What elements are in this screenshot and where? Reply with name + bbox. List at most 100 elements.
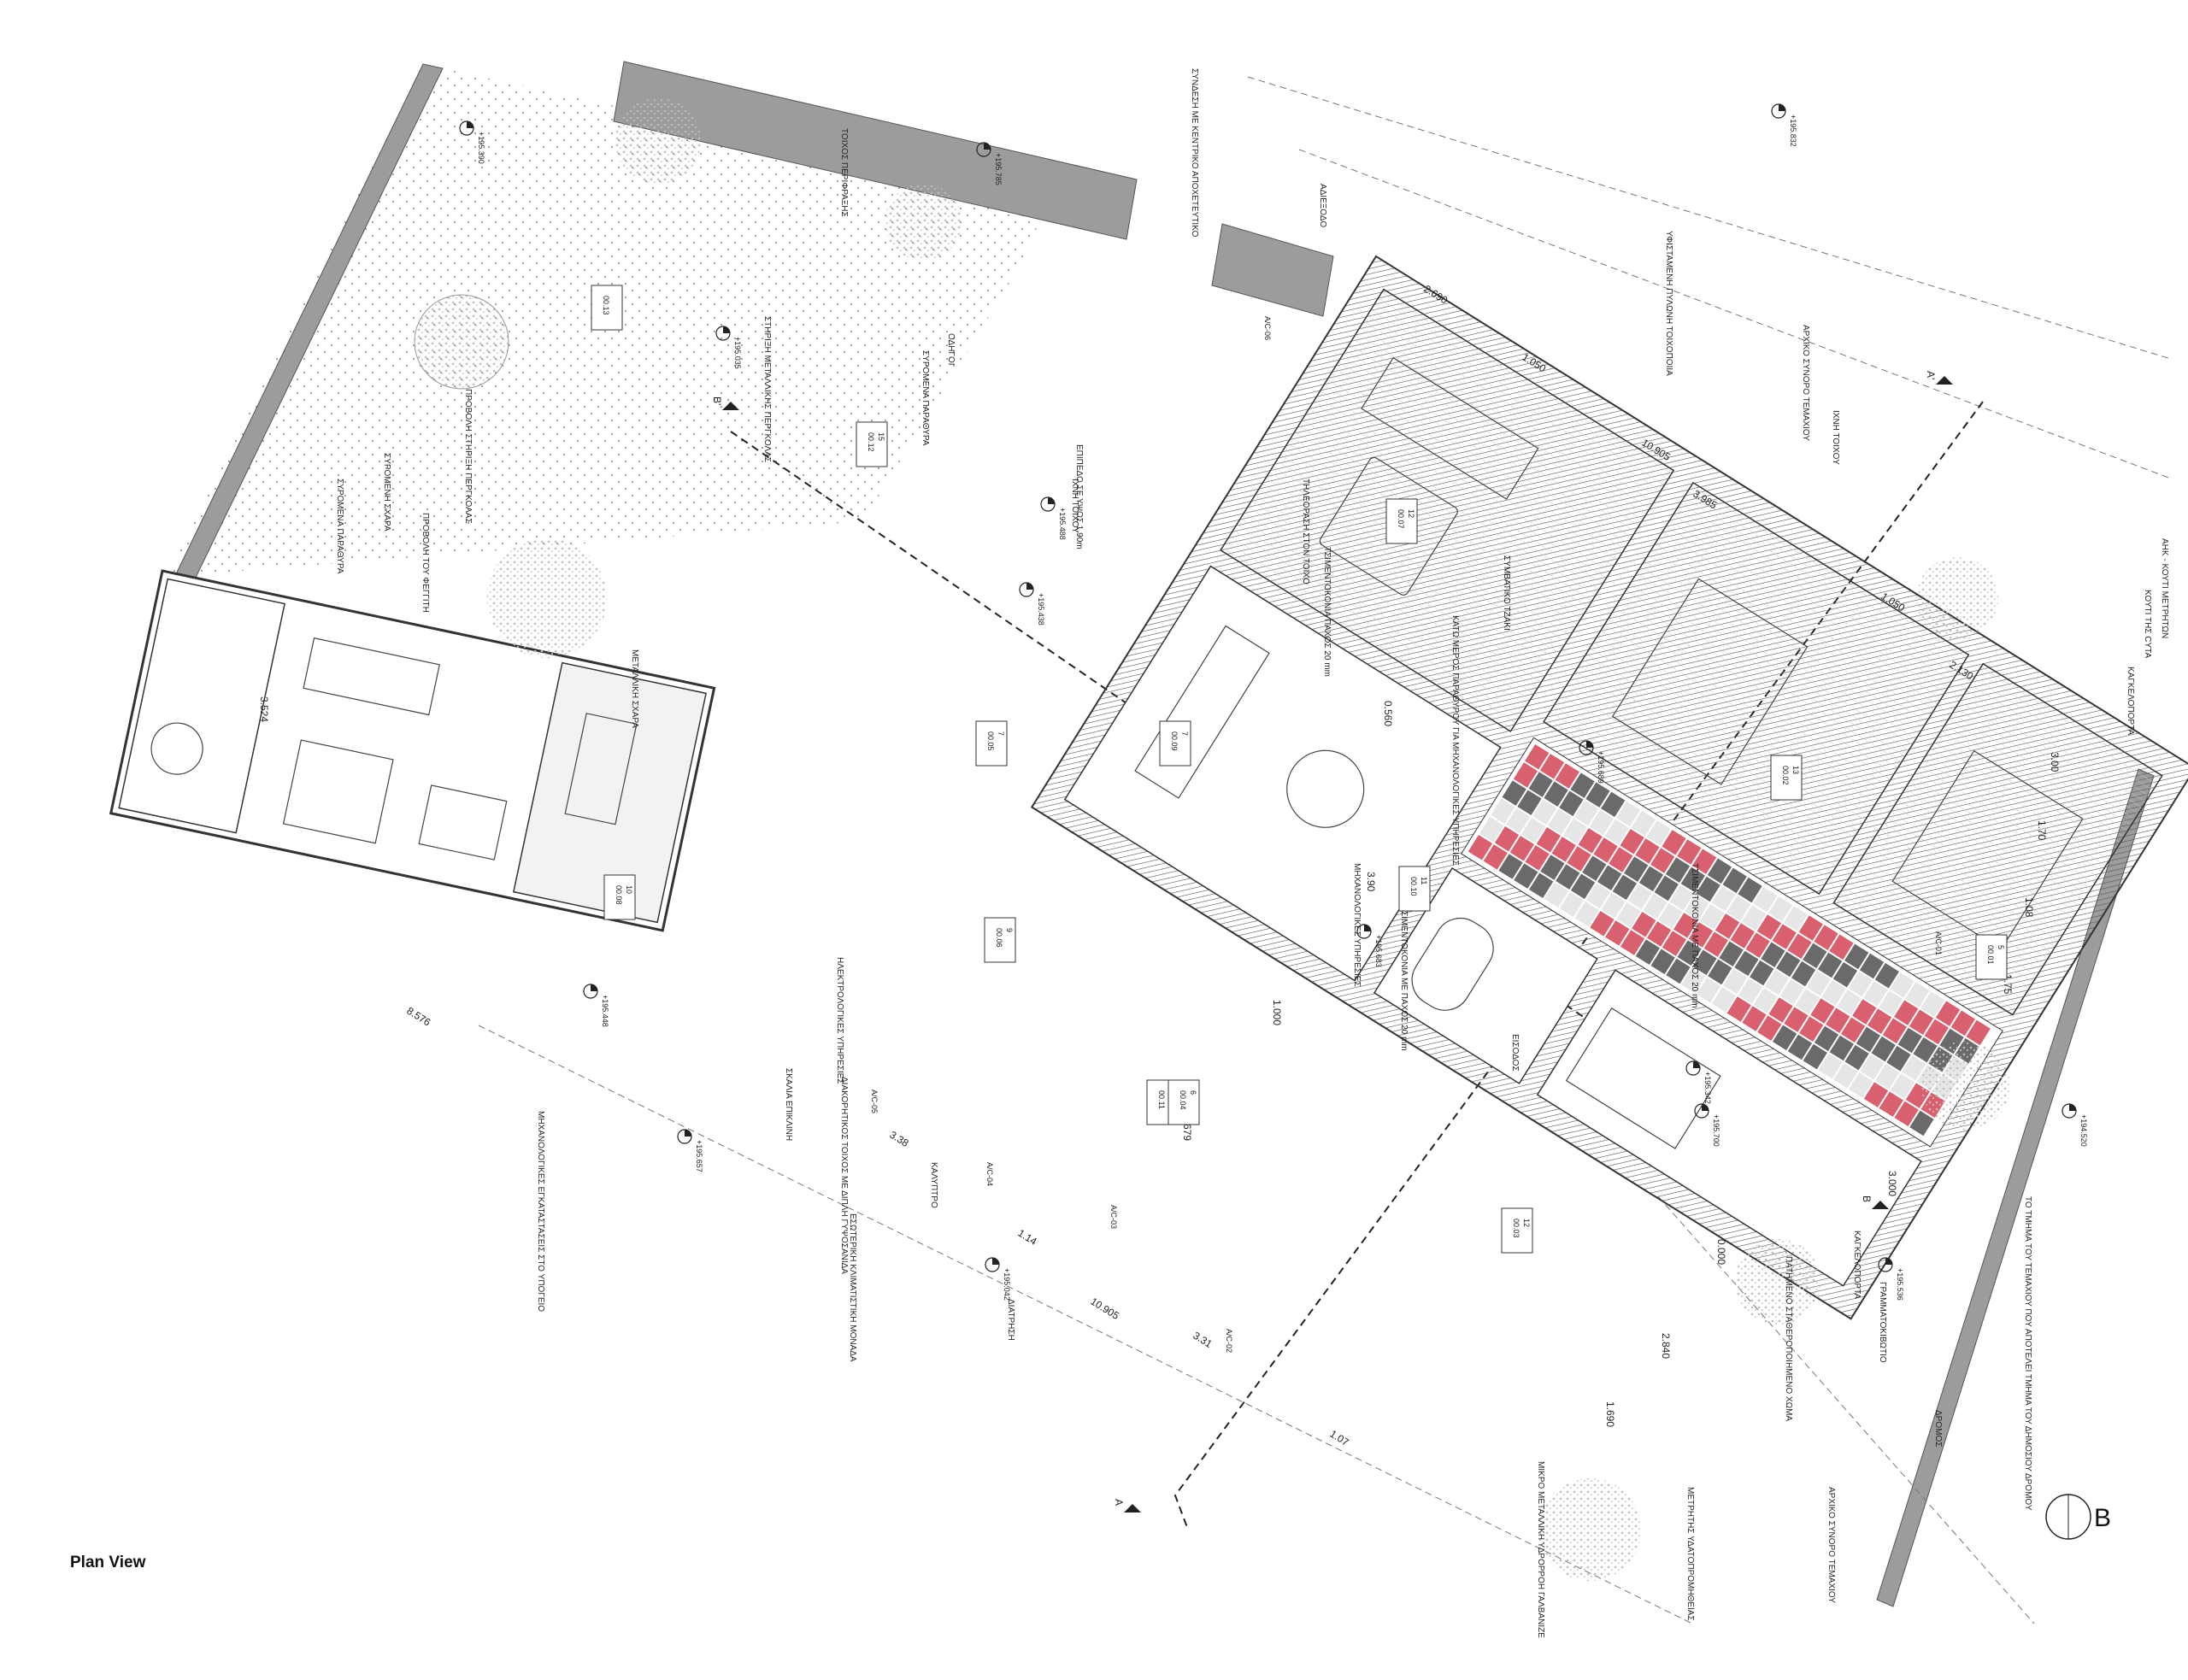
room-code: 00.02	[1781, 766, 1790, 785]
floor-tile	[1855, 1025, 1882, 1054]
floor-tile	[1737, 876, 1764, 904]
section-mark: A	[1113, 1499, 1125, 1506]
floor-tile	[1642, 892, 1669, 920]
room-area: 6	[1189, 1090, 1197, 1095]
room-area: 12	[1522, 1219, 1531, 1227]
annotation-label: ΣΥΡΟΜΕΝΗ ΣΧΑΡΑ	[382, 453, 391, 532]
level-value: +195.488	[1058, 508, 1067, 540]
floor-tile	[1756, 913, 1783, 942]
annotation-label: ΣΥΡΟΜΕΝΑ ΠΑΡΑΘΥΡΑ	[335, 479, 344, 574]
section-markers: AA'BB'	[711, 371, 1953, 1513]
annotation-label: ΤΣΙΜΕΝΤΟΚΟΝΙΑ ΜΕ ΠΑΧΟΣ 20 mm	[1690, 863, 1699, 1008]
level-marker: +194.520	[2062, 1103, 2088, 1147]
dimension-label: 8.576	[404, 1005, 432, 1029]
annotation-label: ΔΙΑΚΟΡΗΤΙΚΟΣ ΤΟΙΧΟΣ ΜΕ ΔΙΠΛΗ ΓΥΨΟΣΑΝΙΔΑ	[839, 1077, 849, 1274]
dimension-label: 1.70	[2036, 820, 2048, 841]
floor-tile	[1482, 843, 1509, 872]
annex-bath	[118, 578, 285, 834]
floor-tile	[1588, 909, 1615, 937]
annotation-label: ΣΥΝΔΕΣΗ ΜΕ ΚΕΝΤΡΙΚΟ ΑΠΟΧΕΤΕΥΤΙΚΟ	[1190, 68, 1199, 238]
floor-tile	[1634, 937, 1662, 966]
level-value: +194.520	[2079, 1114, 2088, 1147]
level-marker: +195.683	[1356, 924, 1383, 967]
room-kitchen	[1063, 565, 1502, 982]
ac-tags: A/C-01A/C-02A/C-03A/C-04A/C-05A/C-06	[870, 316, 1943, 1353]
level-value: +195.390	[477, 132, 485, 164]
section-arrow	[722, 402, 739, 410]
annotation-label: ΠΡΟΒΟΛΗ ΤΟΥ ΦΕΓΓΙΤΗ	[421, 513, 430, 613]
ac-tag: A/C-06	[1263, 316, 1272, 340]
floor-tile	[1577, 826, 1604, 855]
level-value: +195.683	[1374, 935, 1383, 967]
floor-tile	[1816, 951, 1844, 979]
floor-tile	[1599, 790, 1626, 819]
floor-tile	[1538, 752, 1566, 781]
annotation-label: ΚΟΥΤΙ ΤΗΣ CYTA	[2143, 590, 2152, 659]
floor-tile	[1615, 901, 1643, 929]
floor-tile	[1858, 952, 1885, 980]
floor-tile	[1862, 979, 1890, 1008]
floor-tile	[1698, 902, 1726, 931]
floor-tile	[1919, 990, 1946, 1019]
annotation-label: ΜΗΧΑΝΟΛΟΓΙΚΕΣ ΕΓΚΑΤΑΣΤΑΣΕΙΣ ΣΤΟ ΥΠΟΓΕΙΟ	[536, 1111, 545, 1312]
level-value: +195.785	[994, 153, 1003, 185]
annotation-label: ΠΡΟΒΟΛΗ ΣΤΗΡΙΞΗ ΠΕΡΓΚΟΛΑΣ	[463, 389, 473, 524]
dimension-label: 1.14	[1015, 1227, 1039, 1248]
floor-tile	[1965, 1019, 1992, 1047]
floor-tile	[1903, 980, 1931, 1009]
floor-tile	[1679, 866, 1707, 894]
section-mark: B'	[711, 397, 723, 405]
floor-tile	[1580, 854, 1608, 883]
dimension-label: 3.90	[1365, 872, 1377, 892]
level-value: +195.689	[1597, 751, 1605, 784]
floor-tile	[1862, 1080, 1890, 1109]
floor-tile	[1664, 957, 1692, 985]
room-living	[1220, 288, 1675, 732]
dimension-label: 0.000	[1715, 1239, 1727, 1265]
floor-tile	[1744, 931, 1772, 960]
annotation-label: ΥΦΙΣΤΑΜΕΝΗ ΠΥΛΩΝΗ ΤΟΙΧΟΠΟΙΙΑ	[1664, 231, 1673, 376]
floor-tile	[1721, 866, 1749, 895]
annotation-label: ΑΔΙΕΞΟΔΟ	[1318, 184, 1327, 227]
floor-tile	[1794, 987, 1821, 1016]
floor-tile	[1847, 970, 1874, 998]
floor-tile	[1718, 940, 1745, 968]
floor-tile	[1493, 825, 1520, 853]
room-code: 00.08	[615, 885, 623, 905]
level-value: +195.657	[695, 1140, 703, 1172]
level-marker: +195.042	[985, 1257, 1011, 1301]
room-area: 5	[1997, 945, 2005, 949]
floor-tile	[1630, 910, 1657, 938]
north-arrow: B	[2045, 1494, 2111, 1540]
floor-tile	[1779, 978, 1806, 1006]
floor-tile	[1638, 865, 1665, 893]
floor-tile	[1797, 913, 1825, 943]
floor-tile	[1584, 781, 1611, 809]
floor-tile	[1912, 1036, 1939, 1064]
dimension-label: 3.524	[258, 696, 270, 722]
trees	[414, 98, 2010, 1581]
tile-runner	[1467, 743, 1992, 1137]
floor-tile	[1703, 930, 1730, 959]
floor-tile	[1790, 960, 1817, 988]
floor-tile	[1687, 920, 1715, 949]
annotation-label: ΚΑΓΚΕΛΟΠΟΡΤΑ	[2126, 667, 2135, 735]
drawing-caption: Plan View	[70, 1554, 146, 1571]
furniture	[1134, 356, 2084, 1149]
section-arrow	[1936, 376, 1953, 385]
floor-tile	[1527, 872, 1555, 900]
level-value: +195.448	[601, 995, 609, 1027]
annotation-label: ΚΑΓΚΕΛΟΠΟΡΤΑ	[1852, 1231, 1862, 1299]
floor-tile	[1802, 1043, 1829, 1071]
floor-tile	[1748, 959, 1775, 987]
plot-lines	[478, 76, 2172, 1624]
floor-tile	[1774, 950, 1802, 978]
floor-tile	[1866, 1007, 1893, 1036]
room-tag: 00.13	[591, 285, 623, 331]
floor-tile	[1691, 949, 1719, 977]
floor-tile	[1813, 1025, 1840, 1053]
annotation-label: ΠΑΤΗΜΕΝΟ ΣΤΑΘΕΡΟΠΟΙΗΜΕΝΟ ΧΩΜΑ	[1784, 1256, 1793, 1421]
